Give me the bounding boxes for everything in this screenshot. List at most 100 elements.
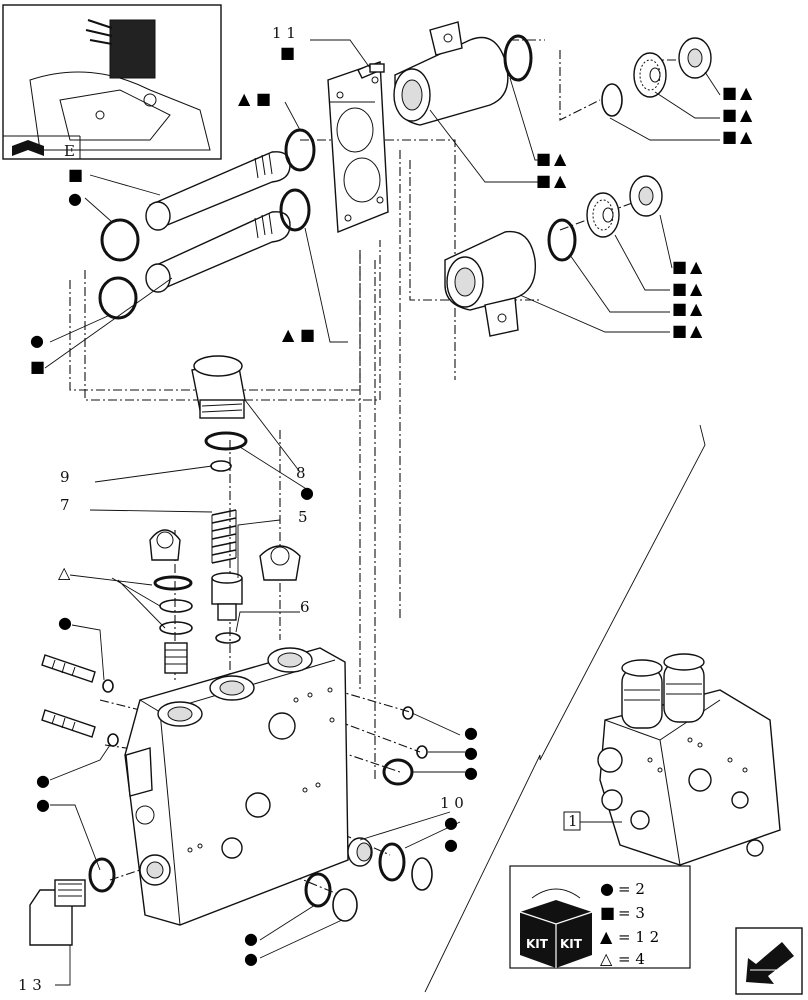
svg-text:●: ● (444, 835, 458, 854)
legend-row-square: ■ = 3 (600, 903, 645, 922)
svg-text:△: △ (58, 563, 71, 582)
svg-text:●: ● (36, 771, 50, 790)
svg-text:■: ■ (536, 171, 551, 190)
callout-11: 1 1 (272, 24, 296, 42)
o-ring-plug-8[interactable] (204, 431, 248, 451)
o-ring-port-a[interactable] (402, 706, 414, 720)
svg-text:▲: ▲ (740, 105, 753, 124)
svg-text:■: ■ (280, 43, 295, 62)
svg-text:▲: ▲ (238, 89, 251, 108)
svg-text:●: ● (464, 743, 478, 762)
o-ring-bottom-a[interactable] (304, 872, 332, 908)
spring-7[interactable] (211, 509, 237, 564)
washer-upper[interactable] (678, 37, 712, 79)
legend-row-open-triangle: △ = 4 (600, 949, 645, 968)
o-ring-port-b[interactable] (416, 745, 428, 759)
plug-8[interactable] (191, 355, 246, 419)
callout-1: 1 (568, 812, 578, 830)
o-ring-nut-upper[interactable] (601, 83, 623, 117)
relief-valve-right[interactable] (259, 545, 301, 581)
seal-screw-lower[interactable] (107, 733, 119, 747)
thumbnail-inset[interactable]: E (2, 4, 222, 160)
cartridge-stem-lower[interactable] (145, 211, 291, 293)
nut-upper[interactable] (633, 52, 667, 98)
callout-9: 9 (60, 468, 70, 486)
o-ring-coil-upper[interactable] (503, 34, 533, 82)
o-ring-10-b[interactable] (411, 857, 433, 891)
valve-body[interactable] (124, 647, 349, 926)
callout-7: 7 (60, 496, 70, 514)
kit-label-right: KIT (560, 937, 583, 951)
o-ring-plate-lower[interactable] (279, 188, 311, 232)
svg-text:▲: ▲ (690, 257, 703, 276)
callout-10: 1 0 (440, 794, 464, 812)
svg-text:●: ● (36, 795, 50, 814)
svg-text:●: ● (300, 483, 314, 502)
svg-text:■: ■ (722, 83, 737, 102)
kit-legend: KIT KIT ● = 2 ■ = 3 ▲ = 1 2 △ = 4 (509, 865, 691, 969)
book-icon (12, 140, 44, 156)
o-ring-coil-lower[interactable] (547, 218, 577, 262)
svg-text:●: ● (600, 879, 614, 898)
svg-text:■: ■ (672, 299, 687, 318)
svg-text:▲: ▲ (740, 127, 753, 146)
plug-10[interactable] (347, 837, 373, 867)
svg-text:▲: ▲ (690, 299, 703, 318)
legend-row-dot: ● = 2 (600, 879, 645, 898)
svg-text:●: ● (58, 613, 72, 632)
svg-text:■: ■ (30, 357, 45, 376)
washer-lower[interactable] (629, 175, 663, 217)
washer-9[interactable] (210, 460, 232, 472)
adjust-screw-lower[interactable] (41, 709, 96, 738)
back-nav-button[interactable] (735, 927, 803, 995)
solenoid-coil-lower[interactable] (444, 230, 537, 337)
o-ring-plug-13[interactable] (88, 857, 116, 893)
svg-text:●: ● (244, 929, 258, 948)
svg-text:●: ● (30, 331, 44, 350)
callout-5: 5 (298, 508, 308, 526)
svg-text:●: ● (244, 949, 258, 968)
valve-spool-5[interactable] (211, 572, 243, 621)
o-ring-port-c[interactable] (382, 758, 414, 786)
svg-text:●: ● (68, 189, 82, 208)
svg-text:■: ■ (672, 321, 687, 340)
seal-screw-upper[interactable] (102, 679, 114, 693)
adjust-screw-upper[interactable] (41, 654, 96, 683)
nut-lower[interactable] (586, 192, 620, 238)
kit-label-left: KIT (526, 937, 549, 951)
svg-text:■: ■ (672, 257, 687, 276)
o-ring-relief-1[interactable] (153, 575, 193, 591)
svg-text:▲: ▲ (740, 83, 753, 102)
svg-text:▲: ▲ (282, 325, 295, 344)
svg-text:▲: ▲ (690, 279, 703, 298)
svg-text:△: △ (600, 949, 613, 968)
o-ring-plate-upper[interactable] (284, 128, 316, 172)
svg-text:▲: ▲ (554, 171, 567, 190)
svg-text:▲: ▲ (554, 149, 567, 168)
gasket-plate[interactable] (327, 61, 389, 234)
section-divider-line (424, 424, 706, 993)
o-ring-bottom-b[interactable] (332, 888, 358, 922)
thumbnail-label: E (64, 142, 75, 160)
svg-text:■: ■ (722, 105, 737, 124)
callout-8: 8 (296, 464, 306, 482)
o-ring-stem-upper[interactable] (100, 218, 140, 262)
legend-row-triangle: ▲ = 1 2 (600, 927, 659, 946)
kit-symbols: ■ ▲ ■ ■ ● ● ■ ▲ ■ ■ ▲ ■ ▲ ■ ▲ ■ ▲ ■ ▲ ■ … (30, 43, 753, 968)
plug-13[interactable] (29, 879, 86, 946)
callout-1-box: 1 (563, 811, 581, 831)
o-ring-relief-3[interactable] (159, 621, 193, 635)
svg-text:●: ● (444, 813, 458, 832)
leader-lines (44, 39, 721, 986)
o-ring-10-a[interactable] (378, 842, 406, 882)
svg-text:■: ■ (68, 165, 83, 184)
o-ring-6[interactable] (215, 632, 241, 644)
relief-spring[interactable] (164, 642, 188, 674)
o-ring-stem-lower[interactable] (98, 276, 138, 320)
assembled-valve-view[interactable] (597, 653, 781, 866)
svg-text:■: ■ (300, 325, 315, 344)
relief-valve-left[interactable] (149, 529, 181, 561)
solenoid-coil-upper[interactable] (393, 21, 509, 126)
o-ring-relief-2[interactable] (159, 599, 193, 613)
